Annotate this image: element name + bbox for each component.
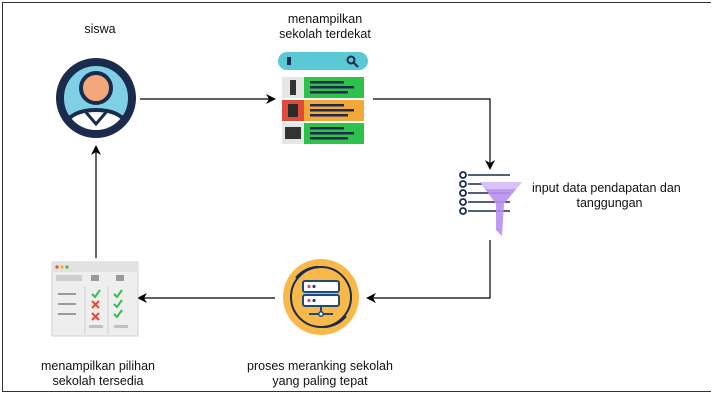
- nearest-schools-label-line2: sekolah terdekat: [279, 27, 371, 41]
- siswa-label: siswa: [84, 22, 116, 36]
- input-data-label-line2: tanggungan: [576, 196, 643, 210]
- checklist-table-icon: [51, 261, 139, 337]
- available-schools-label: menampilkan pilihan sekolah tersedia: [18, 359, 178, 389]
- available-schools-label-line1: menampilkan pilihan: [41, 359, 155, 373]
- ranking-label-line1: proses meranking sekolah: [247, 359, 393, 373]
- nearest-schools-label: menampilkan sekolah terdekat: [250, 12, 400, 42]
- available-schools-label-line2: sekolah tersedia: [52, 374, 144, 388]
- ranking-label: proses meranking sekolah yang paling tep…: [225, 359, 415, 389]
- ranking-label-line2: yang paling tepat: [272, 374, 368, 388]
- student-avatar-icon: [56, 58, 136, 138]
- arrow-input-to-ranking: [366, 240, 491, 303]
- server-process-icon: [283, 259, 359, 335]
- nearest-schools-label-line1: menampilkan: [287, 12, 363, 26]
- school-list-icon: [278, 52, 368, 144]
- input-data-label-line1: input data pendapatan dan: [532, 181, 681, 195]
- input-data-label: input data pendapatan dan tanggungan: [532, 181, 713, 211]
- funnel-filter-icon: [459, 171, 522, 236]
- arrow-nearest-to-input: [373, 98, 495, 170]
